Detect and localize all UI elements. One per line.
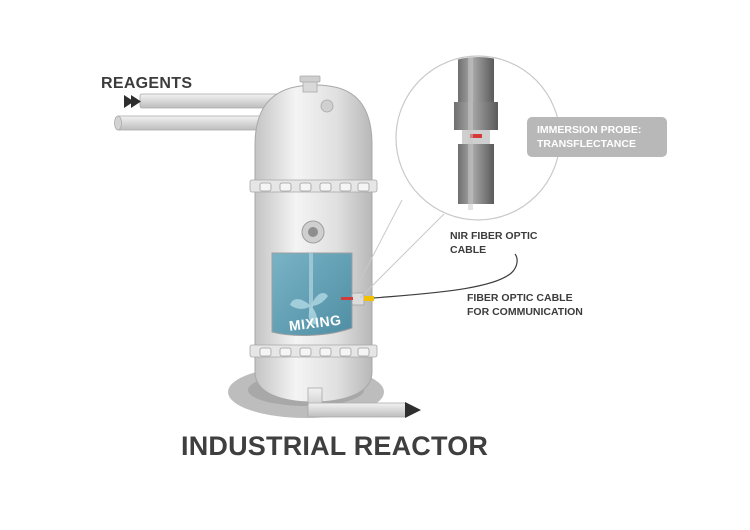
lower-flange-bolts (259, 347, 370, 357)
outlet-arrow (405, 402, 421, 418)
fiber-optic-cable-communication (373, 253, 518, 299)
nir-fiber-optic-cable-label: NIR FIBER OPTIC CABLE (450, 230, 538, 256)
zoom-probe-upper (458, 57, 494, 102)
reagent-pipe-lower-end (114, 115, 122, 131)
vessel-dome (254, 84, 373, 186)
magnifier-leaders (351, 199, 445, 299)
vessel-dome-fitting (320, 99, 334, 113)
wall-probe-tip (341, 297, 353, 300)
upper-flange-bolts (259, 182, 370, 192)
outlet-pipe-horizontal (307, 402, 407, 418)
reactor-vessel (249, 75, 378, 403)
mixer-impeller (290, 293, 328, 325)
diagram-title: INDUSTRIAL REACTOR (181, 431, 489, 461)
reagents-label: REAGENTS (101, 75, 193, 92)
zoom-probe-lower (458, 144, 494, 204)
immersion-probe-badge: IMMERSION PROBE: TRANSFLECTANCE (527, 117, 667, 157)
wall-probe-connector (364, 296, 374, 301)
zoom-probe-collar (454, 102, 498, 130)
fiber-cables (373, 253, 518, 299)
wall-probe-fitting (351, 292, 365, 306)
reagent-arrow (124, 95, 141, 108)
zoom-probe-highlight (468, 57, 473, 210)
zoom-probe-window (470, 134, 482, 138)
manway-port-inner (308, 227, 318, 237)
outlet-pipe (307, 387, 421, 418)
vessel-top-nozzle-cap (299, 75, 321, 83)
fiber-optic-communication-label: FIBER OPTIC CABLE FOR COMMUNICATION (467, 292, 583, 318)
mixer-shaft (309, 253, 313, 313)
